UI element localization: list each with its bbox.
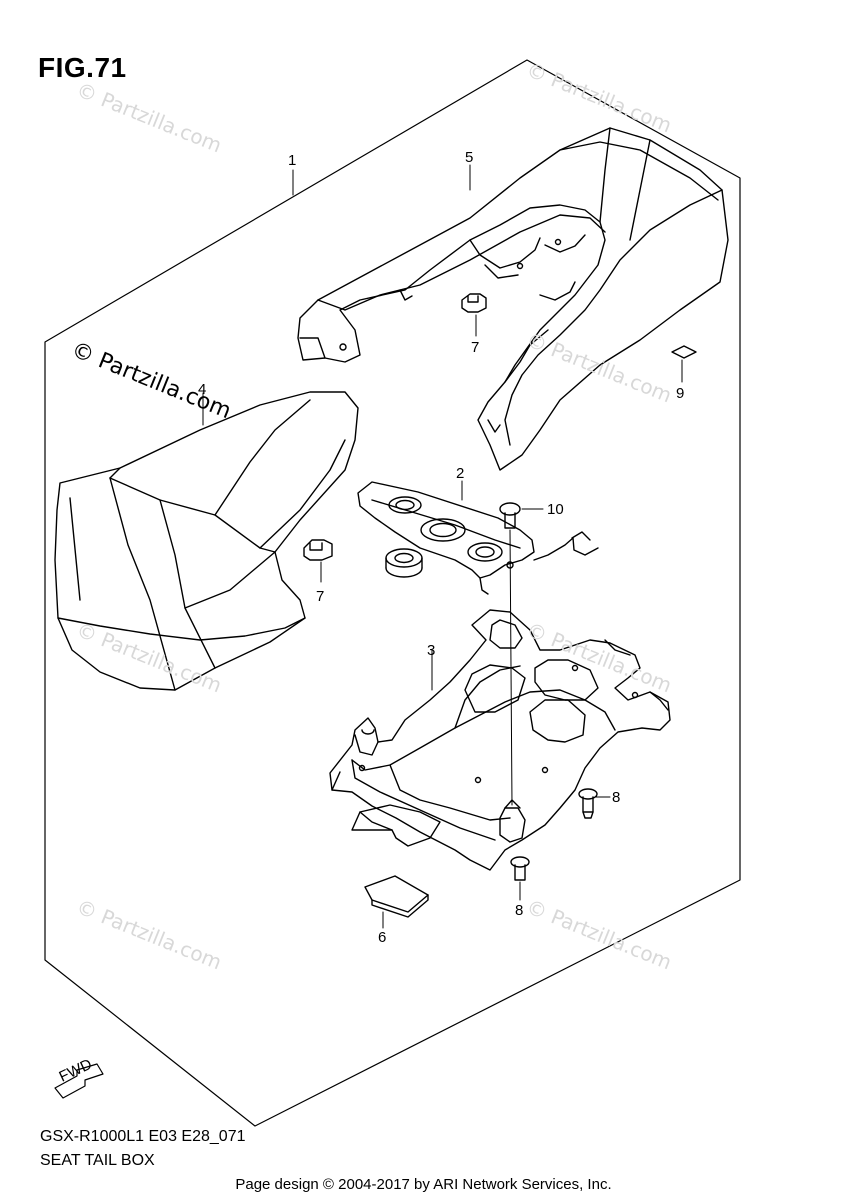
clip-nut-lower-part	[303, 539, 333, 583]
callout-4: 4	[198, 381, 206, 398]
figure-title: FIG.71	[38, 52, 127, 83]
callout-8-right: 8	[612, 789, 620, 806]
callout-9: 9	[676, 385, 684, 402]
watermark-faint-4: © Partzilla.com	[73, 617, 225, 697]
pad-part-9	[671, 345, 697, 383]
bolt-part-8-bottom	[510, 856, 530, 901]
watermark-faint-2: © Partzilla.com	[523, 57, 675, 137]
callout-8-bottom: 8	[515, 902, 523, 919]
callout-10: 10	[547, 501, 564, 518]
watermark-faint-5: © Partzilla.com	[523, 617, 675, 697]
seat-part	[54, 391, 359, 691]
bolt-part-8-right	[578, 788, 611, 819]
pad-part-6	[364, 875, 429, 929]
callout-2: 2	[456, 465, 464, 482]
tail-box-part	[329, 609, 671, 871]
watermark-main: © Partzilla.com	[68, 337, 235, 424]
callout-1: 1	[288, 152, 296, 169]
callout-7-lower: 7	[316, 588, 324, 605]
screw-part-10	[499, 502, 544, 806]
callout-3: 3	[427, 642, 435, 659]
watermark-faint-6: © Partzilla.com	[73, 894, 225, 974]
bracket-part	[357, 480, 599, 595]
fwd-arrow-icon	[54, 1063, 104, 1099]
clip-nut-upper-part	[461, 293, 487, 337]
page-credit: Page design © 2004-2017 by ARI Network S…	[235, 1176, 612, 1193]
kit-boundary	[44, 59, 741, 1127]
tail-cowl-part	[297, 127, 729, 471]
watermark-faint-1: © Partzilla.com	[73, 77, 225, 157]
model-code: GSX-R1000L1 E03 E28_071	[40, 1128, 246, 1145]
watermark-faint-3: © Partzilla.com	[523, 327, 675, 407]
grommet-part	[385, 548, 423, 578]
callout-6: 6	[378, 929, 386, 946]
callout-7-upper: 7	[471, 339, 479, 356]
callout-5: 5	[465, 149, 473, 166]
watermark-faint-7: © Partzilla.com	[523, 894, 675, 974]
section-name: SEAT TAIL BOX	[40, 1152, 155, 1169]
